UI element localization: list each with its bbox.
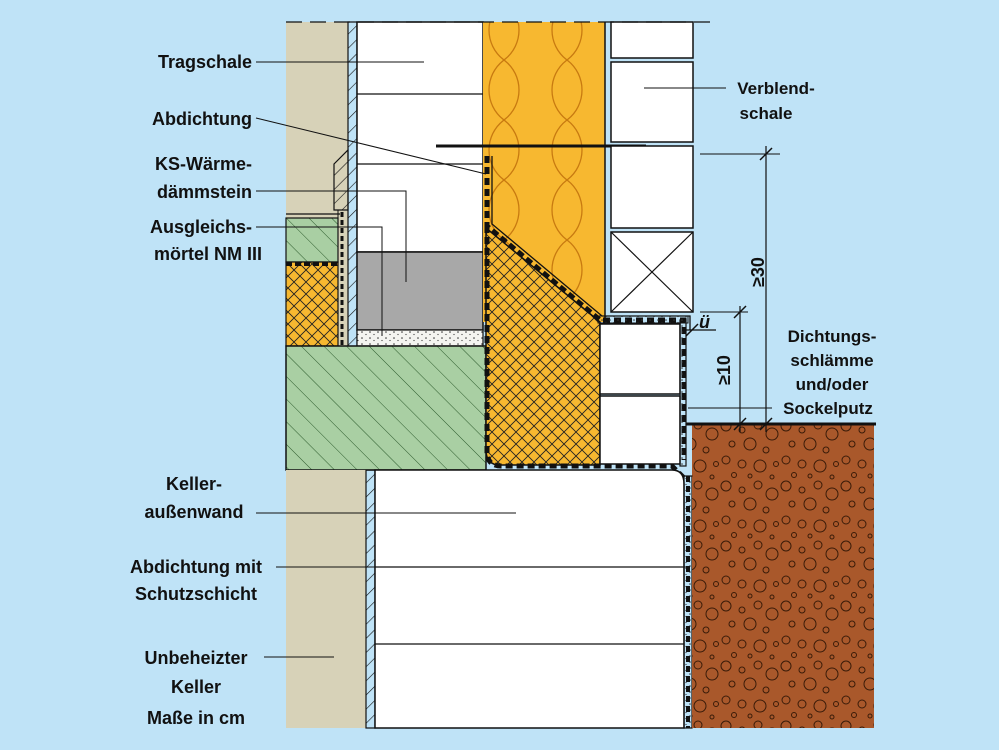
label-keller-1: Keller- (166, 474, 222, 494)
label-keller-2: außenwand (144, 502, 243, 522)
dim-30-tick (759, 147, 773, 161)
plinth-sealing-slurry (679, 319, 687, 467)
leader-abdichtung (255, 117, 487, 175)
basement-plaster-hatch (365, 469, 376, 729)
label-dicht-3: und/oder (796, 375, 869, 394)
leader-ausgleich (256, 226, 383, 336)
verblend-brick (610, 145, 694, 229)
label-unbeheizt-1: Unbeheizter (144, 648, 247, 668)
verblend-brick-cross (610, 231, 694, 313)
leader-ks (256, 190, 407, 282)
dim-10-label: ≥10 (714, 355, 734, 385)
label-ks-1: KS-Wärme- (155, 154, 252, 174)
verblend-brick (610, 21, 694, 59)
tragschale-wall (356, 21, 484, 253)
dim-10-tick (733, 417, 747, 431)
verblend-brick (610, 61, 694, 143)
kelleraussenwand (374, 469, 685, 729)
plinth-brick (599, 323, 681, 395)
basement-interior-plaster (286, 470, 366, 728)
basement-ceiling-slab-hatch (285, 345, 487, 471)
label-abdichtung: Abdichtung (152, 109, 252, 129)
label-verblend-2: schale (740, 104, 793, 123)
dim-overhang-label: ü (699, 312, 710, 332)
label-masse: Maße in cm (147, 708, 245, 728)
floor-insulation-left-hatch (285, 217, 339, 263)
dim-30-tick (759, 417, 773, 431)
label-tragschale: Tragschale (158, 52, 252, 72)
dim-10-tick (733, 305, 747, 319)
tragschale-plaster-hatch (347, 21, 358, 349)
label-dicht-4: Sockelputz (783, 399, 873, 418)
label-verblend-1: Verblend- (737, 79, 814, 98)
plinth-brick (599, 395, 681, 465)
label-dicht-1: Dichtungs- (788, 327, 877, 346)
dim-30-label: ≥30 (748, 257, 768, 287)
label-ausgleich-1: Ausgleichs- (150, 217, 252, 237)
dim-overhang-tick (685, 323, 699, 337)
label-abd-schutz-2: Schutzschicht (135, 584, 257, 604)
plinth-top-sealing (597, 315, 689, 324)
ausgleichsmoertel-dots (356, 329, 484, 347)
label-dicht-2: schlämme (790, 351, 873, 370)
label-unbeheizt-2: Keller (171, 677, 221, 697)
ks-waermedaemmstein (356, 251, 484, 331)
floor-screed-left-cross (285, 261, 339, 347)
label-abd-schutz-1: Abdichtung mit (130, 557, 262, 577)
label-ks-2: dämmstein (157, 182, 252, 202)
label-ausgleich-2: mörtel NM III (154, 244, 262, 264)
soil-gravel (692, 424, 874, 728)
